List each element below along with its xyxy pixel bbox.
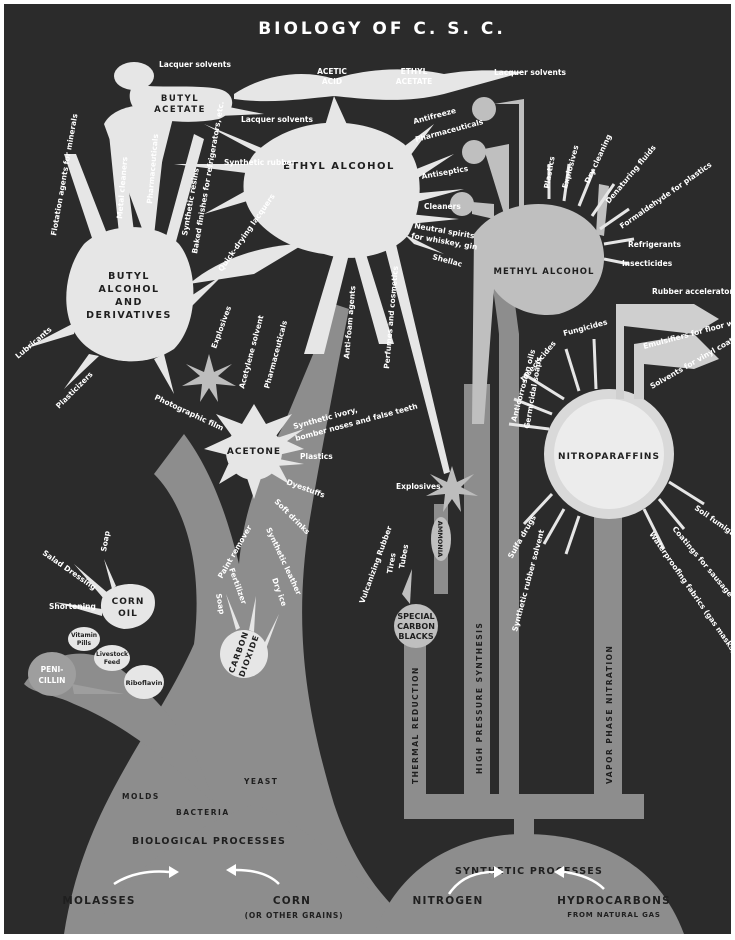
label: Pharmaceuticals [262, 319, 289, 390]
label: Cleaners [424, 202, 461, 211]
label: PENI- [41, 665, 64, 674]
label: Lacquer solvents [494, 68, 566, 77]
label: CORN [112, 597, 145, 607]
label: Plastics [542, 155, 557, 189]
label: SPECIAL [397, 612, 434, 621]
label: Livestock [96, 651, 129, 658]
page-title: BIOLOGY OF C. S. C. [258, 19, 506, 39]
label: Shellac [431, 252, 463, 269]
label: FROM NATURAL GAS [567, 911, 660, 919]
label: MOLDS [122, 792, 160, 801]
csc-biology-diagram: BIOLOGY OF C. S. C. BUTYL ACETATE ACETIC… [4, 4, 731, 934]
label: YEAST [243, 777, 278, 786]
label: Photographic film [153, 393, 225, 433]
label: MOLASSES [62, 895, 135, 907]
label: Dry cleaning [583, 133, 614, 185]
node-carbon-blacks: SPECIAL CARBON BLACKS [397, 612, 435, 641]
pipe-thermal-reduction: THERMAL REDUCTION [411, 666, 420, 784]
methyl-alcohol-bulb [472, 184, 609, 424]
label: BLACKS [398, 632, 433, 641]
label: Rubber accelerators [652, 287, 731, 296]
label: Refrigerants [628, 240, 682, 249]
label: ETHYL [401, 67, 428, 76]
label: Lacquer solvents [241, 115, 313, 124]
label: Explosives [209, 304, 233, 349]
chart-poster: BIOLOGY OF C. S. C. BUTYL ACETATE ACETIC… [4, 4, 731, 934]
node-methyl-alcohol: METHYL ALCOHOL [494, 267, 595, 277]
label: HYDROCARBONS [557, 895, 671, 907]
label: Denaturing fluids [604, 143, 659, 206]
label: Pills [77, 640, 92, 647]
label: Explosives [560, 144, 580, 190]
pipe-vapor-phase: VAPOR PHASE NITRATION [605, 645, 614, 784]
label: OIL [118, 609, 138, 619]
label: NITROGEN [412, 895, 483, 907]
label: Lubricants [14, 325, 54, 361]
label: CORN [273, 895, 311, 907]
node-ammonia: AMMONIA [436, 521, 444, 557]
label: ACETIC [317, 67, 347, 76]
label: (OR OTHER GRAINS) [245, 911, 344, 920]
methyl-flasks [450, 97, 524, 219]
label: Vitamin [71, 632, 97, 639]
label: Anti-foam agents [342, 285, 357, 359]
node-nitroparaffins: NITROPARAFFINS [558, 452, 660, 462]
label: CILLIN [39, 676, 66, 685]
label: Antifreeze [412, 106, 457, 126]
label: AND [115, 297, 143, 308]
label: BUTYL [161, 94, 199, 104]
label: Salad Dressing [41, 548, 98, 592]
label: DERIVATIVES [86, 310, 172, 321]
label: Tubes [397, 543, 410, 569]
label: ALCOHOL [98, 284, 159, 295]
label: Explosives [396, 482, 441, 491]
label: Soap [99, 529, 112, 552]
label: ACETATE [396, 77, 432, 86]
label: BIOLOGICAL PROCESSES [132, 836, 286, 847]
label: Fungicides [562, 317, 609, 338]
node-ethyl-alcohol: ETHYL ALCOHOL [283, 161, 395, 172]
pipe-high-pressure: HIGH PRESSURE SYNTHESIS [475, 622, 484, 774]
label: Lacquer solvents [159, 60, 231, 69]
label: Plastics [300, 452, 333, 461]
label: ACETATE [154, 105, 206, 115]
label: BUTYL [108, 271, 150, 282]
node-acetone: ACETONE [227, 447, 281, 457]
label: Soil fumigants [693, 503, 731, 546]
label: BACTERIA [176, 808, 230, 817]
label: Acetylene solvent [237, 314, 265, 390]
label: CARBON [397, 622, 435, 631]
label: Insecticides [622, 259, 673, 268]
node-ethyl-acetate: ETHYL ACETATE [396, 67, 432, 86]
label: Shortening [49, 602, 96, 611]
label: Tires [385, 552, 398, 575]
label: ACID [322, 77, 342, 86]
node-butyl-acetate: BUTYL ACETATE [154, 94, 206, 115]
label: Synthetic rubber [224, 158, 296, 167]
label: Feed [104, 659, 120, 666]
label: Riboflavin [126, 679, 163, 687]
